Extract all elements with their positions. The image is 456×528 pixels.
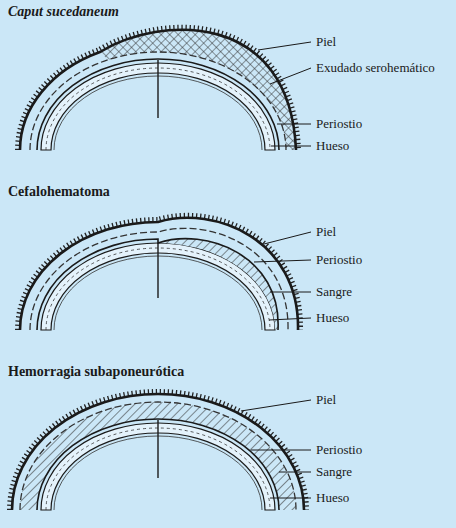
part-label: Exudado serohemático [316,61,435,76]
aponeurosis-layer [30,52,286,150]
scalp-ground [20,218,298,330]
skin-layer [12,394,304,510]
subaponeurotic-figure [12,394,304,510]
part-label: Periostio [316,443,362,458]
part-label: Periostio [316,117,362,132]
aponeurosis-layer [30,228,288,330]
suture-line [157,60,158,118]
hair [20,218,298,330]
part-label: Piel [316,225,336,240]
blood-collection [158,239,278,330]
leader-line [279,472,311,473]
cephalohematoma-figure [20,218,298,330]
leader-line [251,450,311,451]
hair [12,394,304,510]
panel-heading: Caput sucedaneum [8,4,119,20]
part-label: Sangre [316,285,352,300]
suture-line [157,420,158,478]
suture-line [157,243,158,298]
leader-line [258,42,311,50]
part-label: Piel [316,35,336,50]
skin-layer [20,30,296,150]
periosteum-layer [37,239,278,330]
leader-lines [241,42,311,498]
leader-line [254,260,311,262]
part-label: Piel [316,393,336,408]
panel-heading: Cefalohematoma [8,184,110,200]
scalp-ground [12,394,304,510]
leader-line [277,124,311,125]
periosteum-layer [37,59,279,150]
leader-line [270,498,311,499]
hair [20,30,296,150]
part-label: Sangre [316,465,352,480]
leader-line [241,400,311,411]
aponeurosis-layer [20,402,296,510]
leader-line [270,68,311,84]
leader-line [271,146,311,147]
scalp-ground [20,30,296,150]
part-label: Hueso [316,491,349,506]
part-label: Hueso [316,311,349,326]
caput-figure [20,30,296,150]
panel-heading: Hemorragia subaponeurótica [8,364,184,380]
blood-collection [20,402,296,510]
leader-line [270,292,311,293]
skin-layer [20,218,298,330]
part-label: Periostio [316,253,362,268]
leader-line [269,318,311,320]
leader-line [264,232,311,244]
periosteum-layer [37,419,279,510]
part-label: Hueso [316,139,349,154]
